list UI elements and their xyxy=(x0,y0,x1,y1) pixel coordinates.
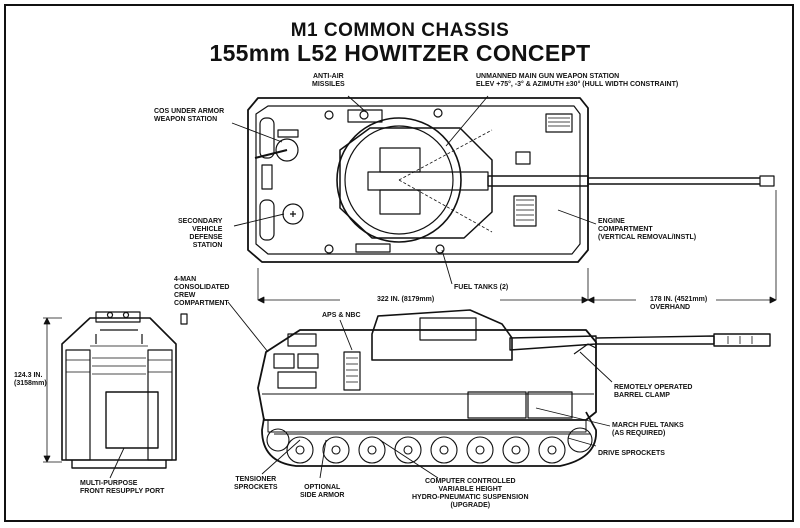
dimension-overhang: 178 IN. (4521mm)OVERHAND xyxy=(650,296,708,311)
label-drive-sprockets: DRIVE SPROCKETS xyxy=(598,450,665,457)
sheet-border xyxy=(4,4,794,522)
road-wheel xyxy=(394,436,422,464)
leader-lines xyxy=(109,95,613,479)
wheel-hub xyxy=(475,445,485,455)
wheel-hub xyxy=(367,445,377,455)
road-wheel xyxy=(286,436,314,464)
wheel-hub xyxy=(511,445,521,455)
title-line-2: 155mm L52 HOWITZER CONCEPT xyxy=(209,40,591,66)
wheel-hub xyxy=(331,445,341,455)
dimension-lines xyxy=(43,190,777,463)
wheel-hub xyxy=(439,445,449,455)
dimension-height: 124.3 IN.(3158mm) xyxy=(14,372,47,387)
sprocket xyxy=(266,428,290,452)
road-wheel xyxy=(322,436,350,464)
label-march-fuel-tanks: MARCH FUEL TANKS(AS REQUIRED) xyxy=(612,422,684,437)
wheel-hub xyxy=(547,445,557,455)
title-line-1: M1 COMMON CHASSIS xyxy=(290,20,510,41)
road-wheel xyxy=(502,436,530,464)
road-wheel xyxy=(538,436,566,464)
label-fuel-tanks: FUEL TANKS (2) xyxy=(454,284,509,291)
road-wheel xyxy=(358,436,386,464)
dimension-hull-length: 322 IN. (8179mm) xyxy=(377,296,435,303)
side-view xyxy=(257,309,771,467)
road-wheel xyxy=(430,436,458,464)
top-view xyxy=(247,97,775,263)
label-aps-nbc: APS & NBC xyxy=(322,312,361,319)
wheel-hub xyxy=(403,445,413,455)
road-wheel xyxy=(466,436,494,464)
sprocket xyxy=(567,427,593,453)
front-view xyxy=(61,311,188,469)
wheel-hub xyxy=(295,445,305,455)
